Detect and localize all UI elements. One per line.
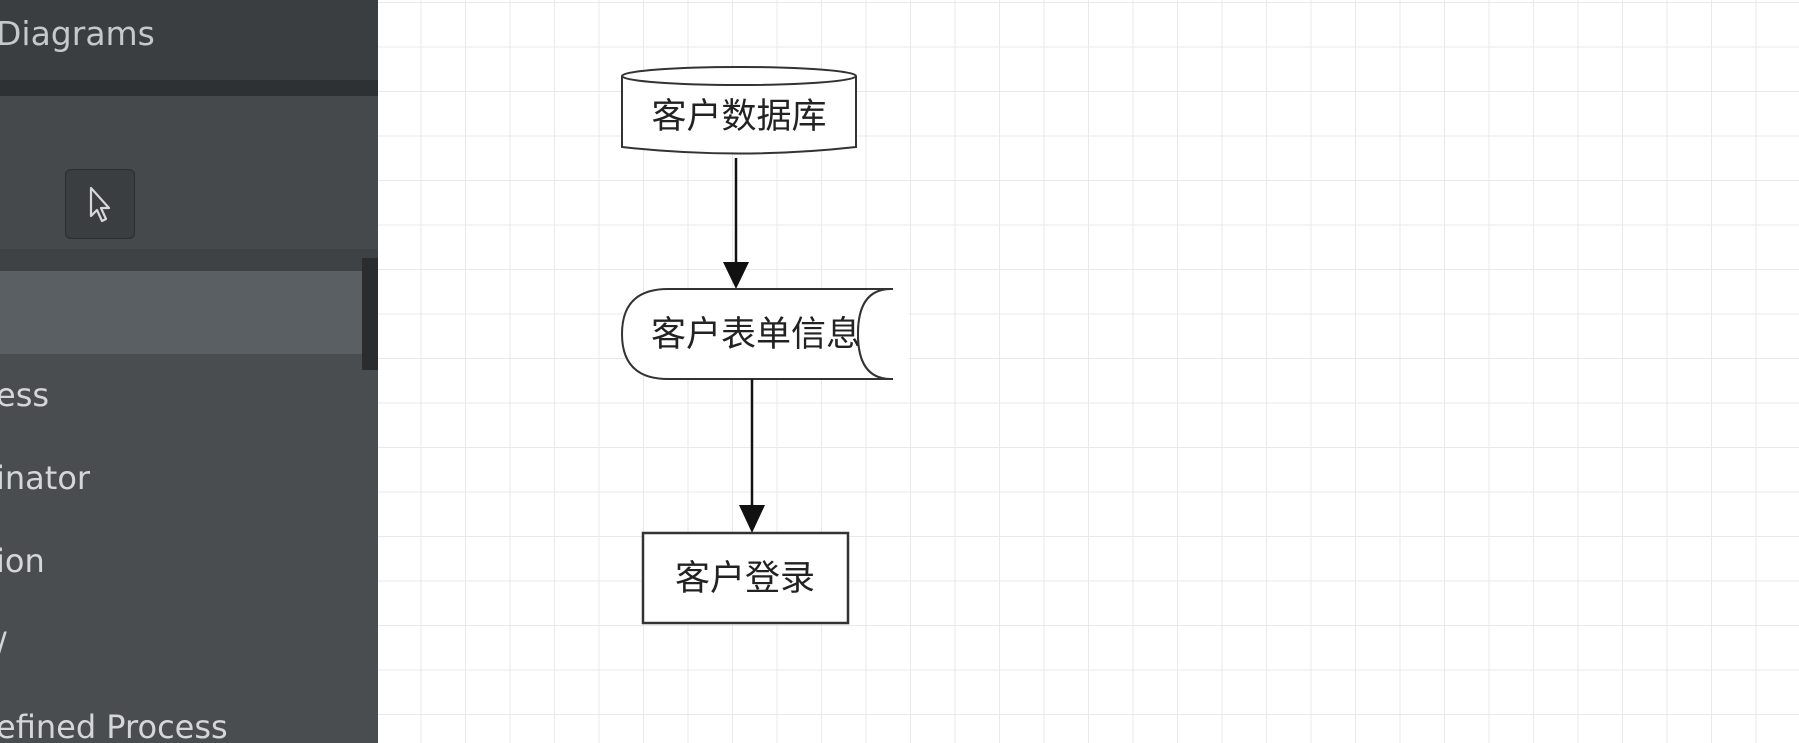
arrowhead-icon: [723, 262, 749, 289]
connector-database-to-form[interactable]: [723, 158, 749, 289]
header-divider: [0, 80, 378, 96]
sidebar-header: Diagrams: [0, 0, 378, 80]
pointer-arrow-icon: [89, 186, 111, 223]
shape-item-terminator[interactable]: inator: [0, 437, 378, 520]
diagram: 客户数据库 客户表单信息 客户登录: [620, 66, 908, 625]
tool-area: [0, 96, 378, 249]
database-node[interactable]: 客户数据库: [621, 66, 857, 155]
sidebar: Diagrams ess inator ion / efined Process: [0, 0, 378, 743]
form-info-node[interactable]: 客户表单信息: [620, 288, 908, 380]
tool-divider: [0, 249, 378, 271]
shape-item-delay[interactable]: /: [0, 603, 378, 686]
pointer-tool-button[interactable]: [65, 169, 135, 239]
form-info-label: 客户表单信息: [651, 315, 861, 355]
connector-form-to-login[interactable]: [739, 379, 765, 533]
shape-item-process[interactable]: ess: [0, 354, 378, 437]
shape-item-label: ess: [0, 376, 50, 414]
shape-item-predefined-process[interactable]: efined Process: [0, 686, 378, 743]
login-node[interactable]: 客户登录: [641, 531, 850, 625]
shape-item-label: /: [0, 625, 7, 663]
shape-item-label: efined Process: [0, 708, 228, 743]
login-label: 客户登录: [675, 559, 815, 599]
shape-list: ess inator ion / efined Process: [0, 271, 378, 743]
diagram-canvas[interactable]: 客户数据库 客户表单信息 客户登录: [378, 0, 1799, 743]
database-label: 客户数据库: [651, 97, 826, 137]
sidebar-scrollbar[interactable]: [362, 258, 378, 370]
sidebar-title: Diagrams: [0, 14, 155, 53]
shape-item-label: inator: [0, 459, 91, 497]
arrowhead-icon: [739, 505, 765, 533]
shape-item-selected[interactable]: [0, 271, 378, 354]
shape-item-decision[interactable]: ion: [0, 520, 378, 603]
shape-item-label: ion: [0, 542, 45, 580]
